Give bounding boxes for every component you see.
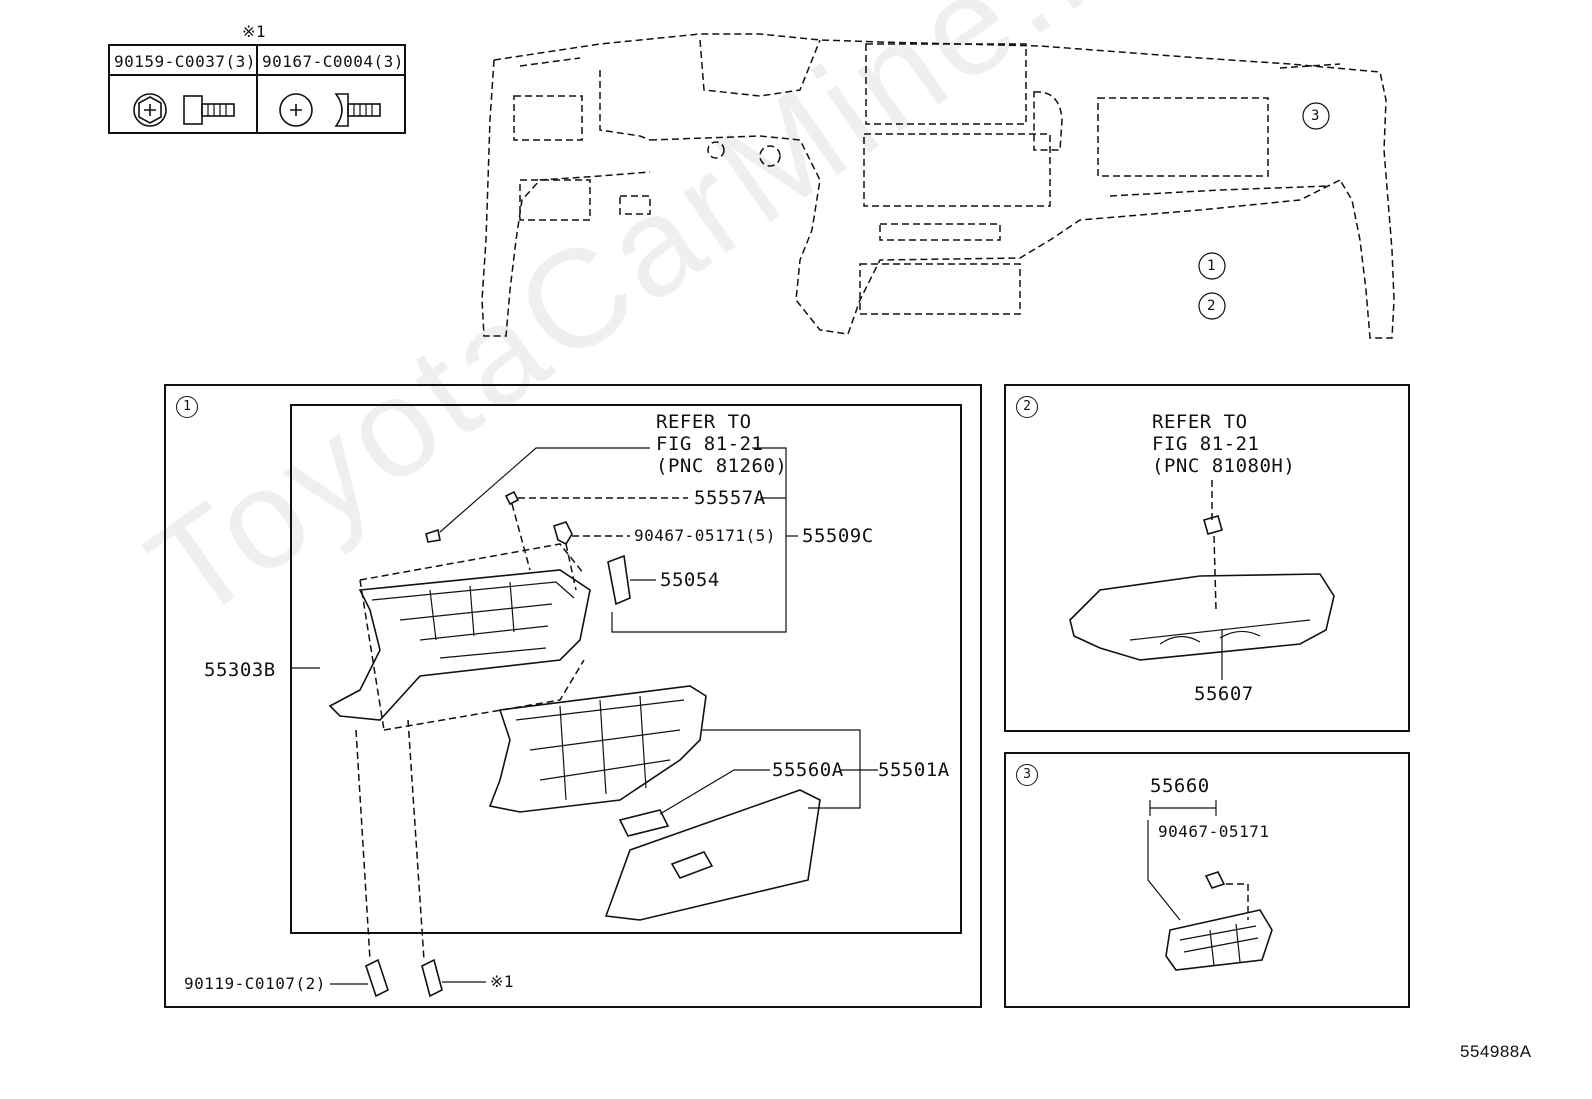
bracket-line-55509C [611, 447, 787, 633]
part-55660: 55660 [1150, 775, 1210, 797]
panel-2-number: 2 [1016, 396, 1038, 418]
figure-id: 554988A [1460, 1042, 1532, 1061]
panel1-refer-line1: REFER TO [656, 411, 752, 433]
bolt-side-icon-2 [334, 93, 381, 127]
screw-90467 [553, 521, 630, 591]
overview-callout-2-label: 2 [1207, 298, 1216, 314]
table-divider-v [256, 44, 258, 134]
panel-2-frame [1004, 384, 1410, 732]
panel-1-inner-frame [290, 404, 962, 934]
part-90467-05171-5: 90467-05171(5) [634, 526, 776, 545]
overview-callout-3-label: 3 [1311, 108, 1320, 124]
register-55660 [1147, 800, 1273, 971]
bracket-line-55501A [702, 729, 878, 809]
bolt-note-1 [407, 719, 486, 998]
part-55560A: 55560A [772, 759, 844, 781]
clip-55557A [504, 490, 688, 571]
table-note-mark: ※1 [242, 22, 267, 41]
instrument-panel-overview [481, 33, 1395, 339]
panel-1-frame [164, 384, 982, 1008]
bolt-90119 [330, 729, 389, 998]
glove-box-lid [604, 789, 821, 921]
screw-head-icon-2 [279, 93, 313, 127]
part-55509C: 55509C [802, 525, 874, 547]
overview-callout-1-label: 1 [1207, 258, 1216, 274]
panel-1-number: 1 [176, 396, 198, 418]
part-55607: 55607 [1194, 683, 1254, 705]
bracket-55054 [607, 554, 656, 606]
panel2-refer-line2: FIG 81-21 [1152, 433, 1260, 455]
part-55501A: 55501A [878, 759, 950, 781]
panel1-note-mark: ※1 [490, 972, 515, 991]
clip-refer-81260 [425, 447, 650, 543]
table-col2-part: 90167-C0004(3) [262, 52, 404, 71]
screw-head-icon-1 [133, 93, 167, 127]
panel-3-number: 3 [1016, 764, 1038, 786]
part-90467-05171: 90467-05171 [1158, 822, 1270, 841]
part-55054: 55054 [660, 569, 720, 591]
bolt-side-icon-1 [183, 95, 235, 125]
glove-box-door-frame-55303B [290, 543, 591, 731]
panel2-refer-line3: (PNC 81080H) [1152, 455, 1296, 477]
part-55303B: 55303B [204, 659, 276, 681]
panel-3-frame [1004, 752, 1410, 1008]
overview-callout-3 [1302, 102, 1330, 130]
overview-callout-1 [1198, 252, 1226, 280]
part-55557A: 55557A [694, 487, 766, 509]
panel2-refer-line1: REFER TO [1152, 411, 1248, 433]
lock-55560A [618, 769, 770, 837]
panel1-refer-line3: (PNC 81260) [656, 455, 788, 477]
part-90119-C0107-2: 90119-C0107(2) [184, 974, 326, 993]
overview-callout-2 [1198, 292, 1226, 320]
glove-box-55501A [488, 685, 707, 813]
leader-55509C [760, 497, 798, 537]
table-col1-part: 90159-C0037(3) [114, 52, 256, 71]
panel1-refer-line2: FIG 81-21 [656, 433, 764, 455]
duct-55607 [1069, 480, 1335, 680]
